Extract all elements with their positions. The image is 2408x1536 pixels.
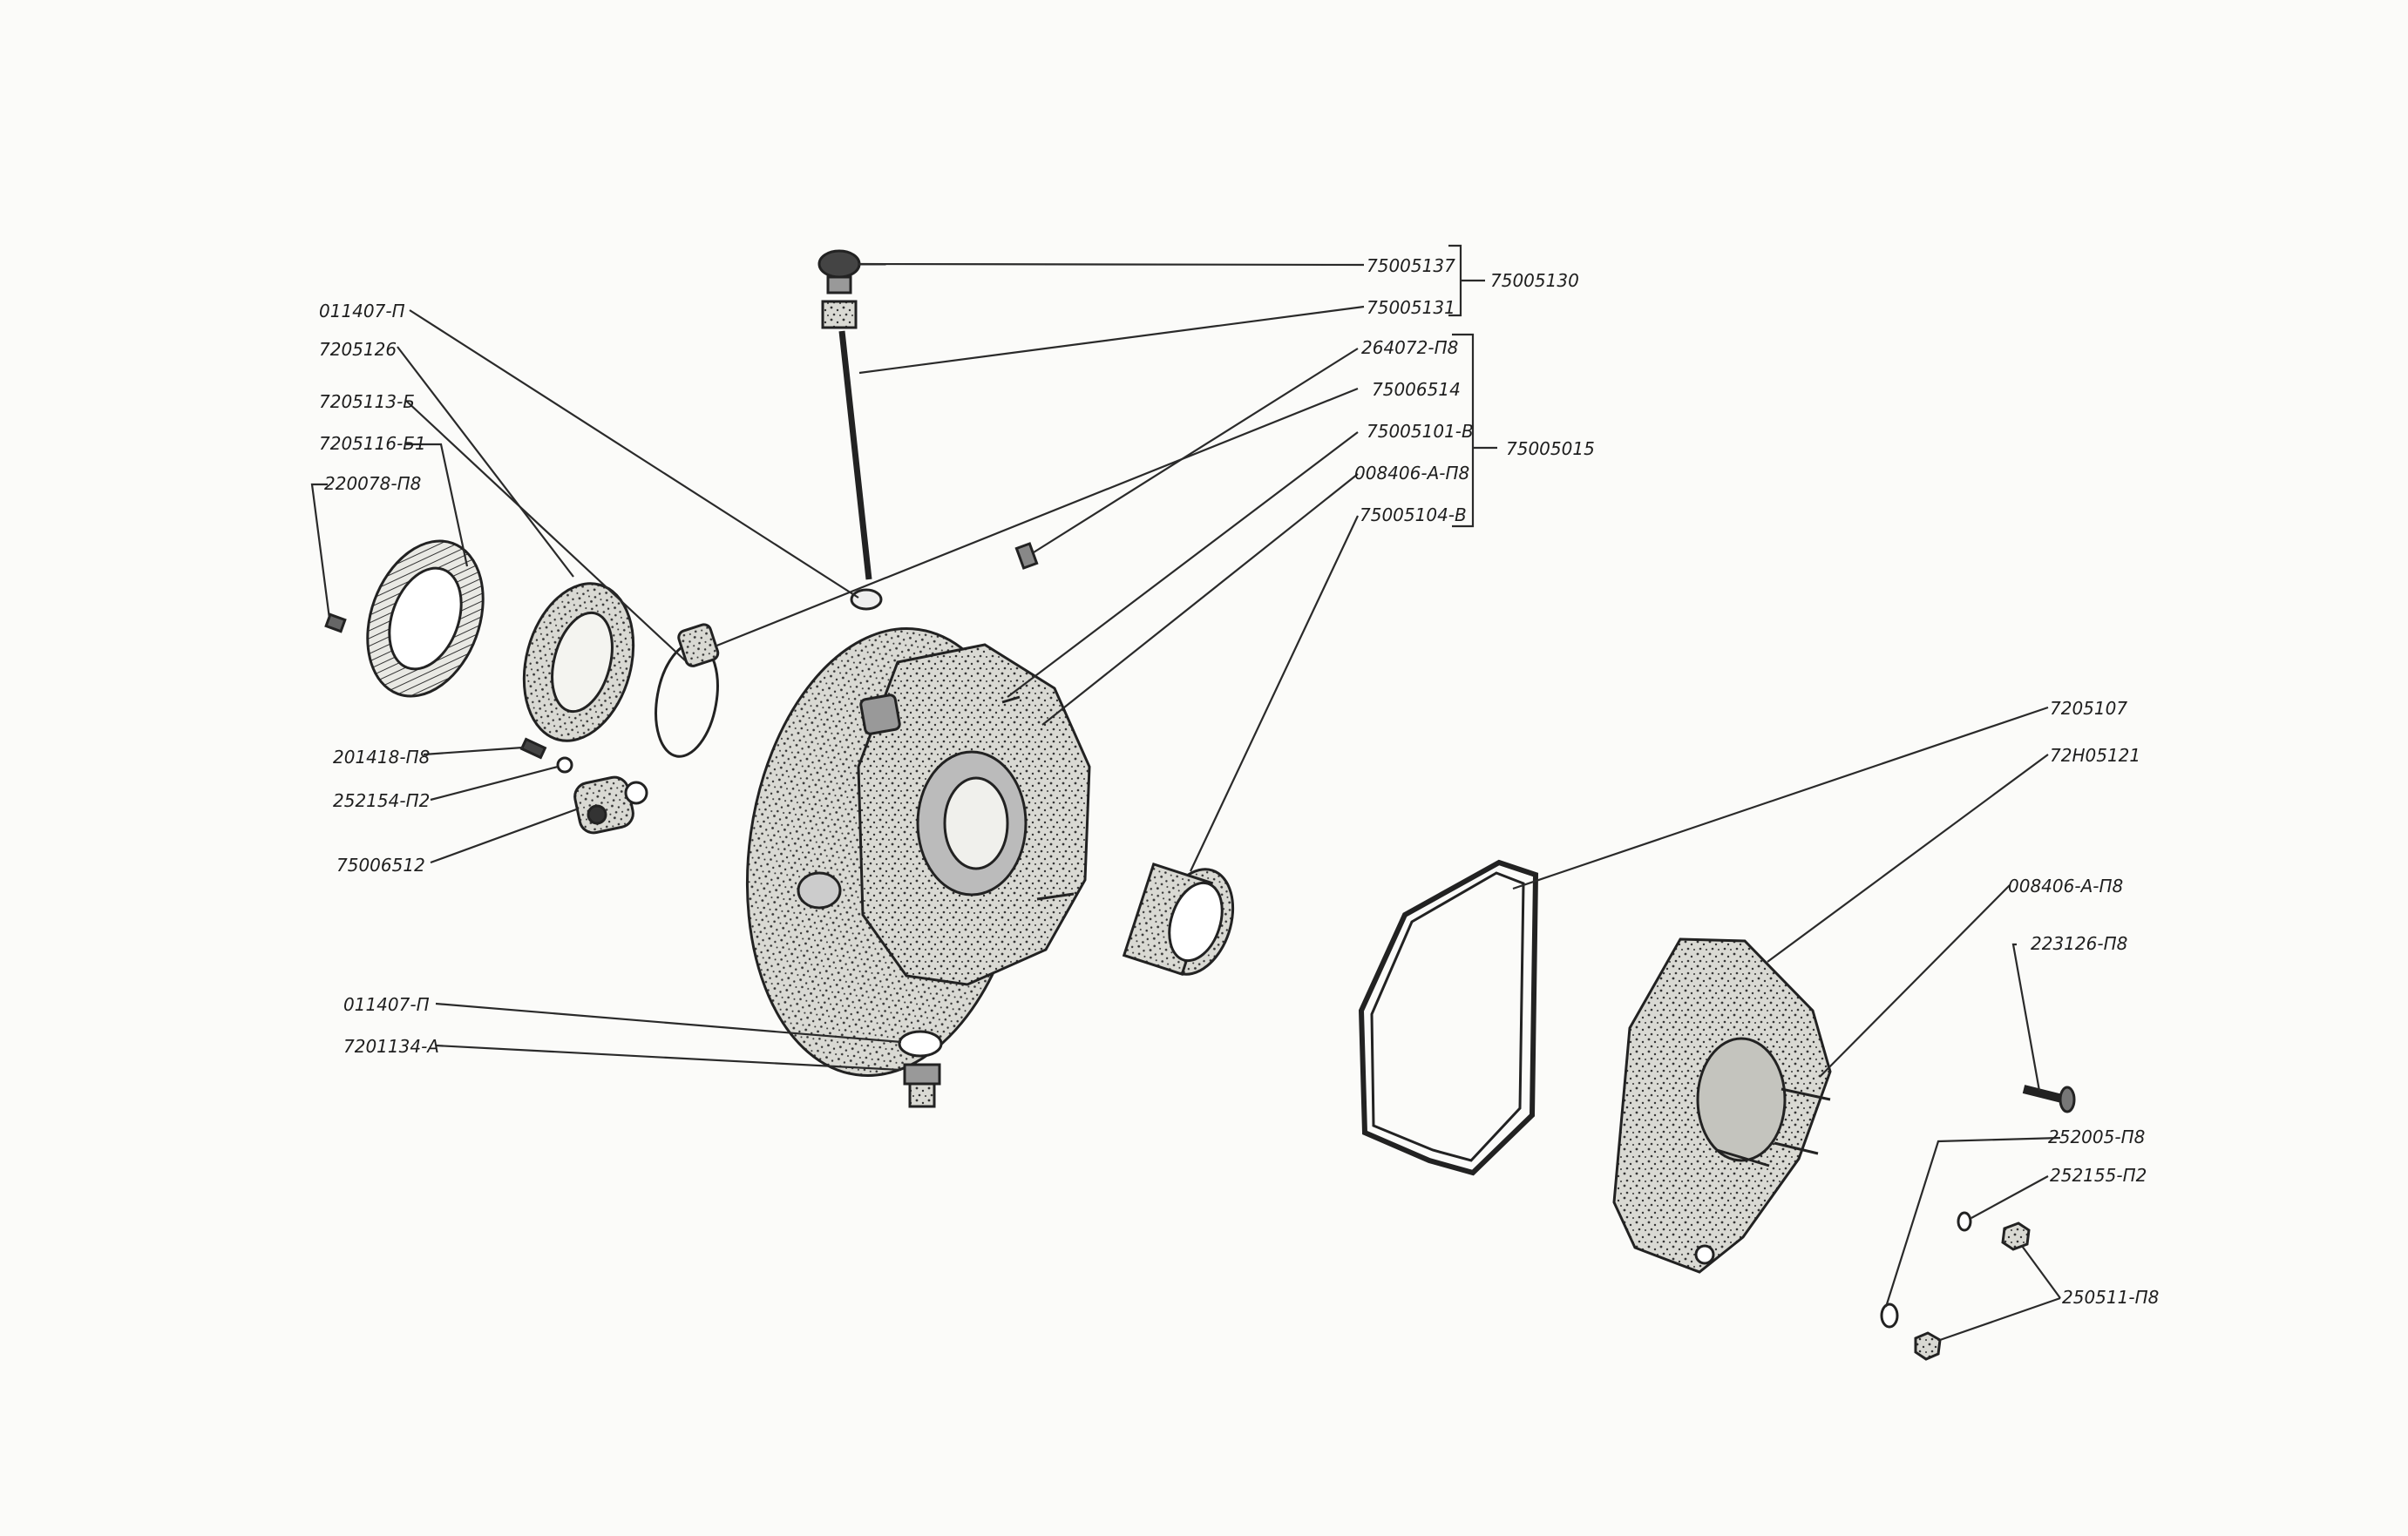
label-008406-right: 008406-А-П8	[2008, 876, 2123, 897]
dipstick-rod	[838, 330, 872, 580]
label-75006514: 75006514	[1372, 379, 1461, 400]
label-223126: 223126-П8	[2031, 933, 2127, 954]
bearing-sleeve	[1122, 862, 1235, 977]
assembly-brackets	[1448, 244, 1497, 528]
plug-264072	[1014, 542, 1039, 570]
cap-screw-220078	[324, 612, 347, 633]
label-7205126: 7205126	[319, 339, 397, 360]
label-75005101: 75005101-В	[1367, 421, 1474, 442]
lower-seal-washer	[898, 1030, 943, 1058]
leader-lines	[310, 262, 2061, 1342]
gasket	[1358, 859, 1539, 1176]
nut-250511-lower	[1914, 1331, 1942, 1361]
bracket-75006512	[573, 775, 648, 835]
label-72H05121: 72Н05121	[2050, 745, 2140, 766]
label-220078: 220078-П8	[324, 473, 421, 494]
washer-252154	[556, 756, 573, 774]
drain-plug	[903, 1063, 941, 1108]
label-252155: 252155-П2	[2050, 1165, 2147, 1186]
spacer-tube	[677, 623, 720, 667]
dipstick-assembly	[817, 249, 883, 611]
washer-252005	[1880, 1303, 1899, 1329]
label-75005137: 75005137	[1367, 255, 1455, 276]
dipstick-collar	[826, 275, 852, 294]
washer-252155	[1957, 1211, 1972, 1232]
label-011407-bottom: 011407-П	[343, 994, 430, 1015]
seal-cover-plate	[366, 539, 485, 698]
label-7201134: 7201134-А	[343, 1036, 439, 1057]
label-75005015: 75005015	[1506, 438, 1595, 459]
nut-250511-upper	[2001, 1221, 2031, 1251]
label-7205113: 7205113-Б	[319, 391, 415, 412]
label-252005: 252005-П8	[2048, 1127, 2145, 1147]
label-008406-left: 008406-А-П8	[1354, 463, 1469, 484]
dipstick-knob	[817, 249, 861, 279]
label-75006512: 75006512	[336, 855, 425, 876]
bolt-201418	[519, 737, 547, 760]
part-labels: 75005137 75005131 75005130 011407-П 7205…	[319, 255, 2159, 1308]
cover	[1612, 937, 1832, 1274]
label-201418: 201418-П8	[333, 747, 430, 768]
bearing-cap	[522, 582, 635, 742]
label-75005131: 75005131	[1367, 297, 1455, 318]
label-011407-top: 011407-П	[319, 301, 405, 321]
main-housing	[745, 627, 1091, 1077]
bolt-223126	[2022, 1085, 2076, 1113]
label-7205107: 7205107	[2050, 698, 2127, 719]
dipstick-nut	[821, 300, 858, 329]
label-75005104: 75005104-В	[1360, 504, 1467, 525]
label-252154: 252154-П2	[333, 790, 430, 811]
label-264072: 264072-П8	[1361, 337, 1458, 358]
label-75005130: 75005130	[1490, 270, 1579, 291]
label-7205116: 7205116-Б1	[319, 433, 426, 454]
label-250511: 250511-П8	[2062, 1287, 2159, 1308]
dipstick-seal-washer	[850, 588, 883, 611]
